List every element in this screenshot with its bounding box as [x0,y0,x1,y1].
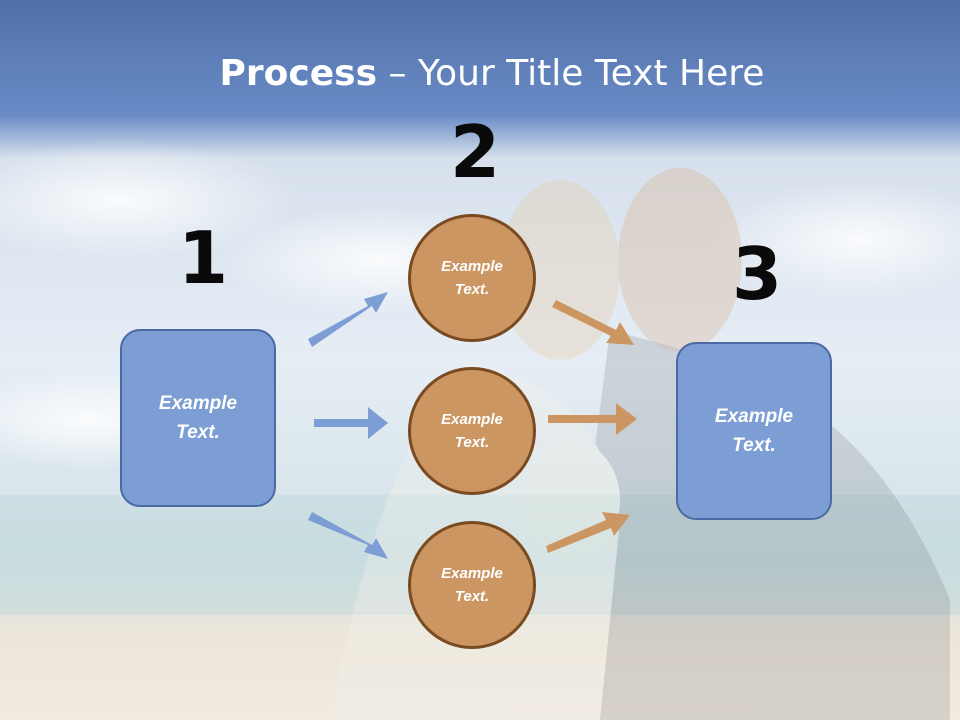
arrow-to-circle-3 [308,512,388,559]
arrow-from-circle-3 [546,512,630,553]
arrow-from-circle-2 [548,403,637,435]
step-number-2: 2 [450,110,501,194]
cloud-shape [710,180,960,300]
arrow-to-circle-1 [308,292,388,347]
slide-title: Process – Your Title Text Here [0,52,960,96]
step-number-3: 3 [732,232,783,316]
cloud-shape [0,140,300,260]
title-bold: Process [219,53,378,94]
arrow-to-circle-2 [314,407,388,439]
step-number-1: 1 [178,216,229,300]
title-rest: – Your Title Text Here [377,53,765,94]
arrow-from-circle-1 [552,300,634,345]
